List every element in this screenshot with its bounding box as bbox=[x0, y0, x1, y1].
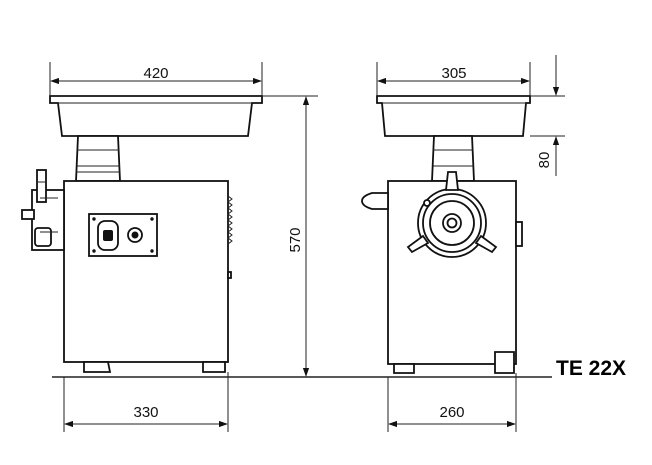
front-foot-left bbox=[393, 363, 415, 374]
dim-label-side-tray-width: 420 bbox=[143, 65, 168, 82]
side-body bbox=[63, 180, 229, 363]
dim-label-front-base-width: 260 bbox=[439, 404, 464, 421]
grinder-head bbox=[406, 171, 498, 258]
side-handle bbox=[21, 169, 65, 251]
side-switch-panel bbox=[88, 213, 158, 257]
dimension-front-base-width: 260 bbox=[387, 373, 517, 432]
side-tray bbox=[49, 95, 263, 137]
front-tray bbox=[376, 95, 531, 137]
dim-label-overall-height: 570 bbox=[287, 227, 304, 252]
side-neck bbox=[75, 135, 121, 182]
side-foot-left bbox=[83, 361, 112, 373]
side-foot-right bbox=[202, 361, 226, 373]
side-view bbox=[21, 95, 263, 373]
dimension-side-tray-width: 420 bbox=[49, 62, 263, 96]
dim-label-front-tray-width: 305 bbox=[441, 65, 466, 82]
dim-label-side-base-width: 330 bbox=[133, 404, 158, 421]
dimension-overall-height: 570 bbox=[262, 95, 318, 377]
front-view bbox=[361, 95, 531, 374]
front-side-indicator bbox=[515, 221, 523, 247]
dimension-front-tray-width: 305 bbox=[376, 62, 531, 96]
model-label: TE 22X bbox=[556, 357, 626, 380]
dimension-tray-height: 80 bbox=[530, 55, 565, 176]
front-foot-right bbox=[494, 351, 515, 374]
dimension-side-base-width: 330 bbox=[63, 372, 229, 432]
front-side-knob bbox=[361, 192, 389, 210]
side-vents bbox=[227, 195, 233, 279]
dim-label-tray-height: 80 bbox=[536, 152, 553, 169]
